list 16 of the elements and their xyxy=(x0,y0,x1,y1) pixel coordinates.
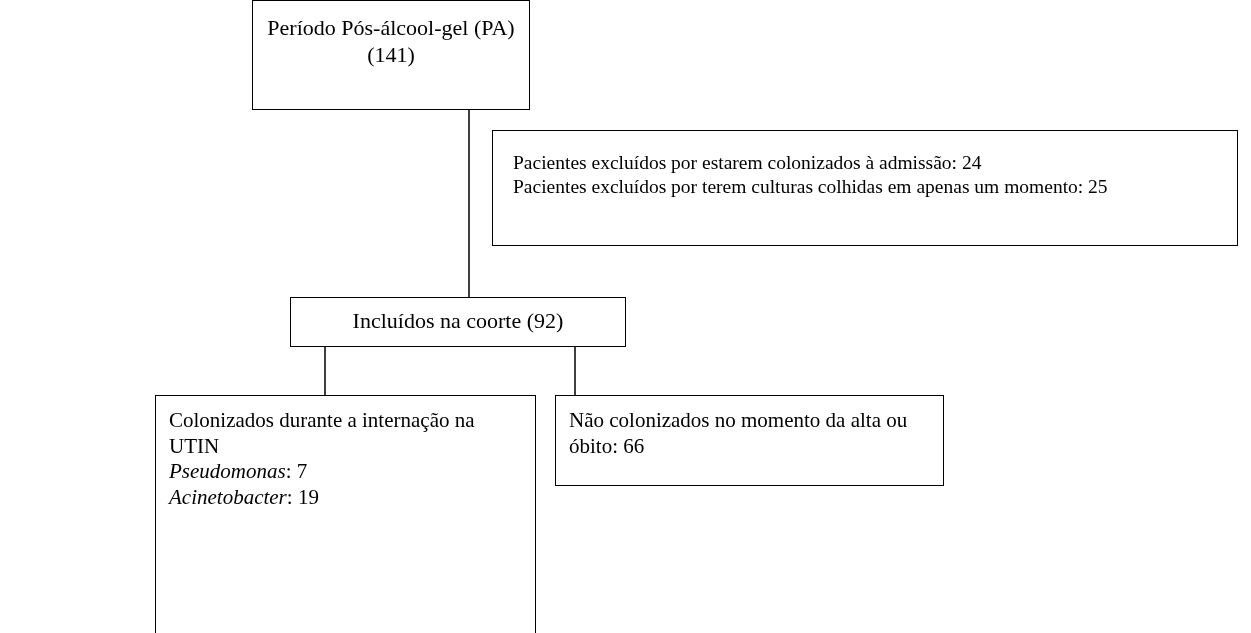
flow-box xyxy=(290,297,626,347)
flow-box xyxy=(252,0,530,110)
box-text: Período Pós-álcool-gel (PA) (141) xyxy=(266,15,516,69)
box-text: Incluídos na coorte (92) xyxy=(351,308,565,335)
box-text: Pacientes excluídos por estarem colonizados à admissão: 24 xyxy=(513,151,983,175)
connector-line xyxy=(574,346,576,396)
flow-box xyxy=(555,395,944,486)
flow-box xyxy=(155,395,536,633)
box-text: Pacientes excluídos por terem culturas colhidas em apenas um momento: 25 xyxy=(513,174,1109,199)
connector-line xyxy=(324,346,326,396)
box-text: Acinetobacter: 19 xyxy=(169,484,320,511)
connector-line xyxy=(468,109,470,298)
box-text: Colonizados durante a internação na UTIN xyxy=(169,408,476,460)
box-text: Não colonizados no momento da alta ou óbito: 66 xyxy=(569,408,909,460)
flow-box xyxy=(492,130,1238,246)
box-text: Pseudomonas: 7 xyxy=(169,459,309,485)
